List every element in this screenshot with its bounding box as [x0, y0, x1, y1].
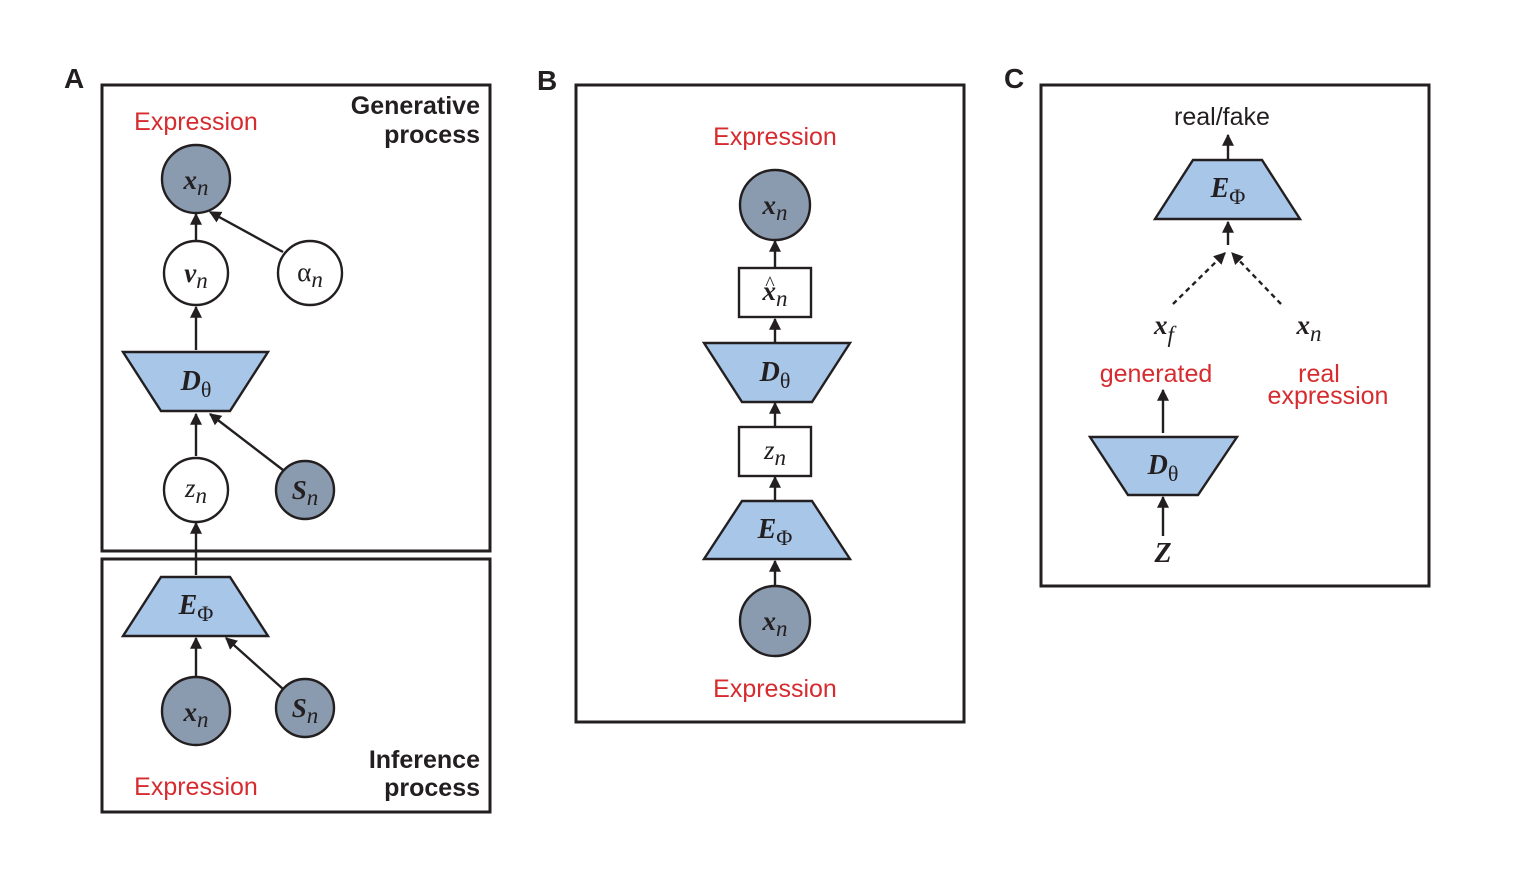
encoder-block-a: EΦ: [120, 575, 271, 638]
svg-text:EΦ: EΦ: [178, 590, 214, 626]
generative-process-label-line1: Generative: [351, 92, 480, 120]
panel-a-expression-bottom-label: Expression: [134, 773, 258, 801]
inference-process-label-line2: process: [384, 774, 480, 802]
panel-b: B Expression Expression xn xn ^ Dθ zn: [537, 65, 966, 724]
node-xn-top-a: xn: [160, 143, 232, 215]
node-sn-generative: Sn: [274, 459, 336, 521]
real-fake-output-label: real/fake: [1174, 103, 1270, 131]
panel-b-box: [574, 83, 966, 724]
hat-accent: ^: [765, 273, 775, 295]
panel-b-expression-bottom-label: Expression: [713, 675, 837, 703]
svg-text:xn: xn: [1296, 310, 1322, 346]
svg-text:xn: xn: [762, 276, 788, 311]
edge-alpha-to-xn: [208, 210, 284, 254]
node-xn-top-b: xn: [738, 168, 812, 242]
svg-text:Sn: Sn: [292, 693, 319, 728]
node-vn: vn: [162, 239, 230, 307]
svg-text:EΦ: EΦ: [1210, 173, 1246, 209]
label-xn-c: xn: [1296, 310, 1322, 346]
svg-text:zn: zn: [184, 473, 207, 508]
panel-c: C real/fake EΦ xf xn generated real expr…: [1004, 63, 1431, 588]
svg-text:Sn: Sn: [292, 475, 319, 510]
svg-text:vn: vn: [184, 258, 207, 293]
inference-process-box: [100, 557, 492, 814]
panel-a-expression-top-label: Expression: [134, 108, 258, 136]
label-xf: xf: [1153, 310, 1178, 347]
node-xn-bottom-a: xn: [160, 675, 232, 747]
panel-a: A Generative process Inference process E…: [64, 63, 492, 814]
svg-text:xn: xn: [183, 165, 209, 200]
real-expression-label-line1: real: [1298, 360, 1340, 388]
decoder-block-a: Dθ: [120, 350, 271, 413]
svg-text:Dθ: Dθ: [759, 357, 791, 393]
edge-sn-to-encoder-a: [225, 637, 284, 690]
panel-b-letter: B: [537, 65, 557, 96]
svg-text:Dθ: Dθ: [180, 366, 212, 402]
node-xhat-n: xn ^: [737, 266, 813, 319]
panel-c-letter: C: [1004, 63, 1024, 94]
svg-text:xn: xn: [762, 606, 788, 641]
node-zn: zn: [162, 456, 230, 524]
decoder-block-b: Dθ: [701, 341, 853, 404]
node-zn-b: zn: [737, 425, 813, 478]
edge-xn-to-merge: [1231, 252, 1282, 305]
edge-xf-to-merge: [1172, 252, 1226, 305]
svg-text:xf: xf: [1153, 310, 1178, 347]
panel-b-expression-top-label: Expression: [713, 123, 837, 151]
svg-text:xn: xn: [762, 190, 788, 225]
label-z: Z: [1153, 538, 1171, 569]
real-expression-label-line2: expression: [1268, 382, 1389, 410]
svg-text:αn: αn: [297, 257, 323, 292]
edge-sn-to-decoder: [209, 413, 284, 471]
svg-text:zn: zn: [763, 435, 786, 470]
generated-label: generated: [1100, 360, 1213, 388]
svg-text:Z: Z: [1153, 538, 1171, 569]
generative-process-label-line2: process: [384, 121, 480, 149]
generative-process-box: [100, 83, 492, 553]
decoder-block-c: Dθ: [1087, 435, 1240, 497]
node-xn-bottom-b: xn: [738, 584, 812, 658]
panel-a-letter: A: [64, 63, 84, 94]
panel-c-box: [1039, 83, 1431, 588]
encoder-block-b: EΦ: [701, 499, 853, 561]
svg-text:xn: xn: [183, 697, 209, 732]
node-alpha-n: αn: [276, 239, 344, 307]
svg-text:EΦ: EΦ: [757, 514, 793, 550]
inference-process-label-line1: Inference: [369, 746, 480, 774]
discriminator-block: EΦ: [1152, 158, 1303, 221]
svg-text:Dθ: Dθ: [1147, 450, 1179, 486]
node-sn-inference: Sn: [274, 677, 336, 739]
